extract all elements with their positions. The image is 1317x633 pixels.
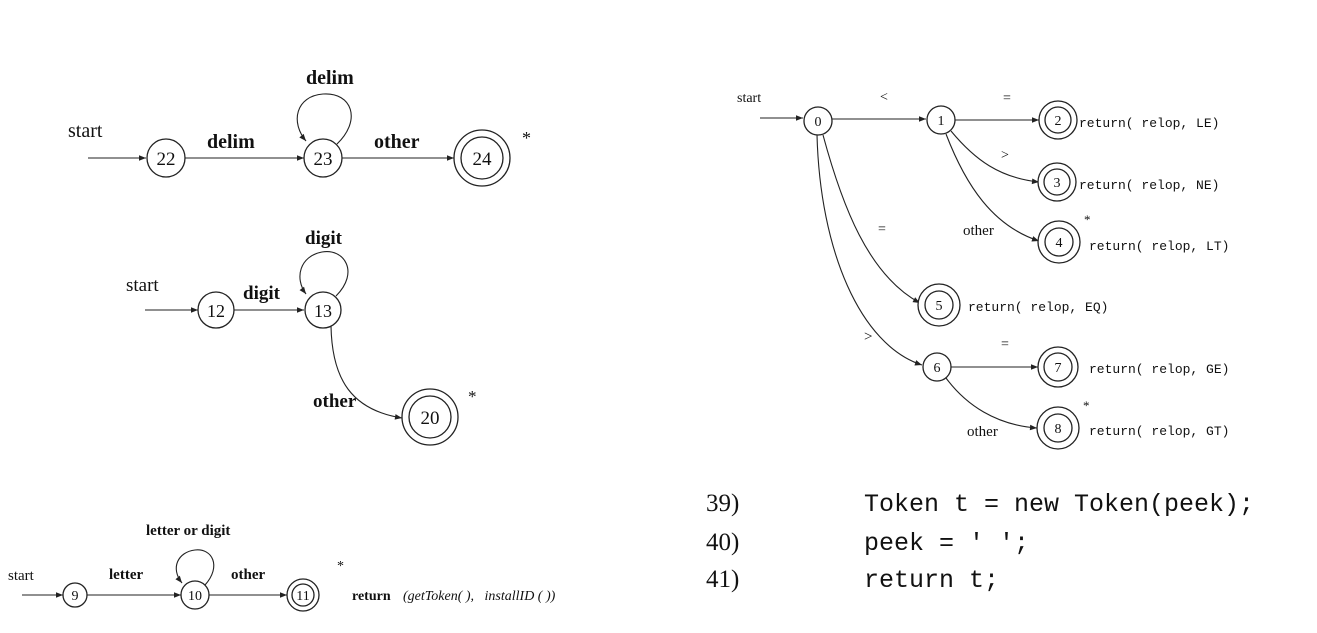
state-11-inner [291, 583, 315, 607]
code-line: 39) Token t = new Token(peek); [706, 490, 1254, 524]
diagram-whitespace: start 22 delim 23 delim other 24 * [68, 67, 531, 187]
state-2-inner [1044, 106, 1072, 134]
action-s8: return( relop, GT) [1089, 424, 1229, 439]
state-9-label: 9 [72, 589, 79, 604]
code-line: 40) peek = ' '; [706, 529, 1029, 563]
edge-letter-label: letter [109, 567, 143, 583]
state-10-label: 10 [188, 589, 202, 604]
edge-delim-label: delim [207, 131, 255, 153]
edge-0-1-label: < [880, 90, 888, 105]
edge-0-5-label: = [878, 222, 886, 237]
code-text: Token t = new Token(peek); [864, 490, 1255, 519]
start-label: start [126, 275, 159, 296]
state-7-label: 7 [1055, 361, 1062, 376]
line-number: 40) [706, 529, 740, 556]
state-20-inner [408, 395, 452, 439]
state-13 [304, 291, 342, 329]
state-8-label: 8 [1055, 422, 1062, 437]
edge-0-6-label: > [864, 329, 872, 345]
edge-1-4-label: other [963, 223, 994, 239]
code-text: peek = ' '; [864, 529, 1030, 558]
action-s2: return( relop, LE) [1079, 116, 1219, 131]
diagram-relop: start 0 < 1 = 2 return( relop, LE) > 3 r… [737, 90, 1229, 450]
action-return: return [352, 589, 391, 604]
state-1-label: 1 [938, 114, 945, 129]
start-label: start [68, 120, 103, 142]
state-24-inner [460, 136, 504, 180]
retract-mark: * [337, 559, 344, 574]
edge-6-8-label: other [967, 424, 998, 440]
edge-0-5 [822, 134, 921, 304]
diagram-number: start 12 digit 13 digit other 20 * [126, 228, 477, 446]
edge-13-20 [330, 325, 403, 420]
edge-1-4 [945, 133, 1040, 242]
state-2-label: 2 [1055, 114, 1062, 129]
action-s7: return( relop, GE) [1089, 362, 1229, 377]
edge-digit-label: digit [243, 283, 281, 304]
loop-digit-label: digit [305, 228, 343, 249]
edge-0-6 [816, 134, 923, 366]
state-20-label: 20 [421, 408, 440, 429]
edge-1-3-label: > [1001, 148, 1009, 163]
edge-other-label: other [313, 391, 357, 412]
state-4-inner [1044, 227, 1074, 257]
action-s4: return( relop, LT) [1089, 239, 1229, 254]
state-7-inner [1043, 352, 1073, 382]
edge-6-8 [945, 377, 1038, 431]
code-text: return t; [864, 566, 1000, 595]
start-label: start [737, 91, 761, 106]
state-0 [803, 106, 833, 136]
state-22-label: 22 [157, 149, 176, 170]
action-s3: return( relop, NE) [1079, 178, 1219, 193]
code-line: 41) return t; [706, 566, 999, 600]
loop-13 [299, 251, 349, 297]
loop-23 [296, 93, 352, 145]
state-4-label: 4 [1056, 236, 1063, 251]
state-5-inner [924, 290, 954, 320]
state-3-label: 3 [1054, 176, 1061, 191]
action-args: (getToken( ), installID ( )) [403, 589, 556, 604]
line-number: 41) [706, 566, 740, 593]
retract-mark: * [468, 387, 477, 406]
loop-10 [175, 549, 215, 586]
loop-delim-label: delim [306, 67, 354, 89]
state-12-label: 12 [207, 301, 225, 321]
state-3-inner [1043, 168, 1071, 196]
retract-mark-s4: * [1084, 212, 1091, 227]
loop-label: letter or digit [146, 523, 230, 539]
edge-1-2-label: = [1003, 91, 1011, 106]
edge-6-7-label: = [1001, 337, 1009, 352]
action-s5: return( relop, EQ) [968, 300, 1108, 315]
retract-mark: * [522, 128, 531, 148]
edge-other-label: other [374, 131, 420, 153]
state-11-label: 11 [296, 589, 309, 604]
edge-1-3 [950, 130, 1040, 185]
state-0-label: 0 [815, 115, 822, 130]
state-13-label: 13 [314, 301, 332, 321]
retract-mark-s8: * [1083, 398, 1090, 413]
line-number: 39) [706, 490, 740, 517]
edge-other-label: other [231, 567, 265, 583]
start-label: start [8, 568, 35, 584]
state-6-label: 6 [934, 361, 941, 376]
state-8-inner [1043, 413, 1073, 443]
state-5-label: 5 [936, 299, 943, 314]
diagram-identifier: start 9 letter 10 letter or digit other … [8, 523, 556, 612]
state-24-label: 24 [473, 149, 493, 170]
state-23-label: 23 [314, 149, 333, 170]
